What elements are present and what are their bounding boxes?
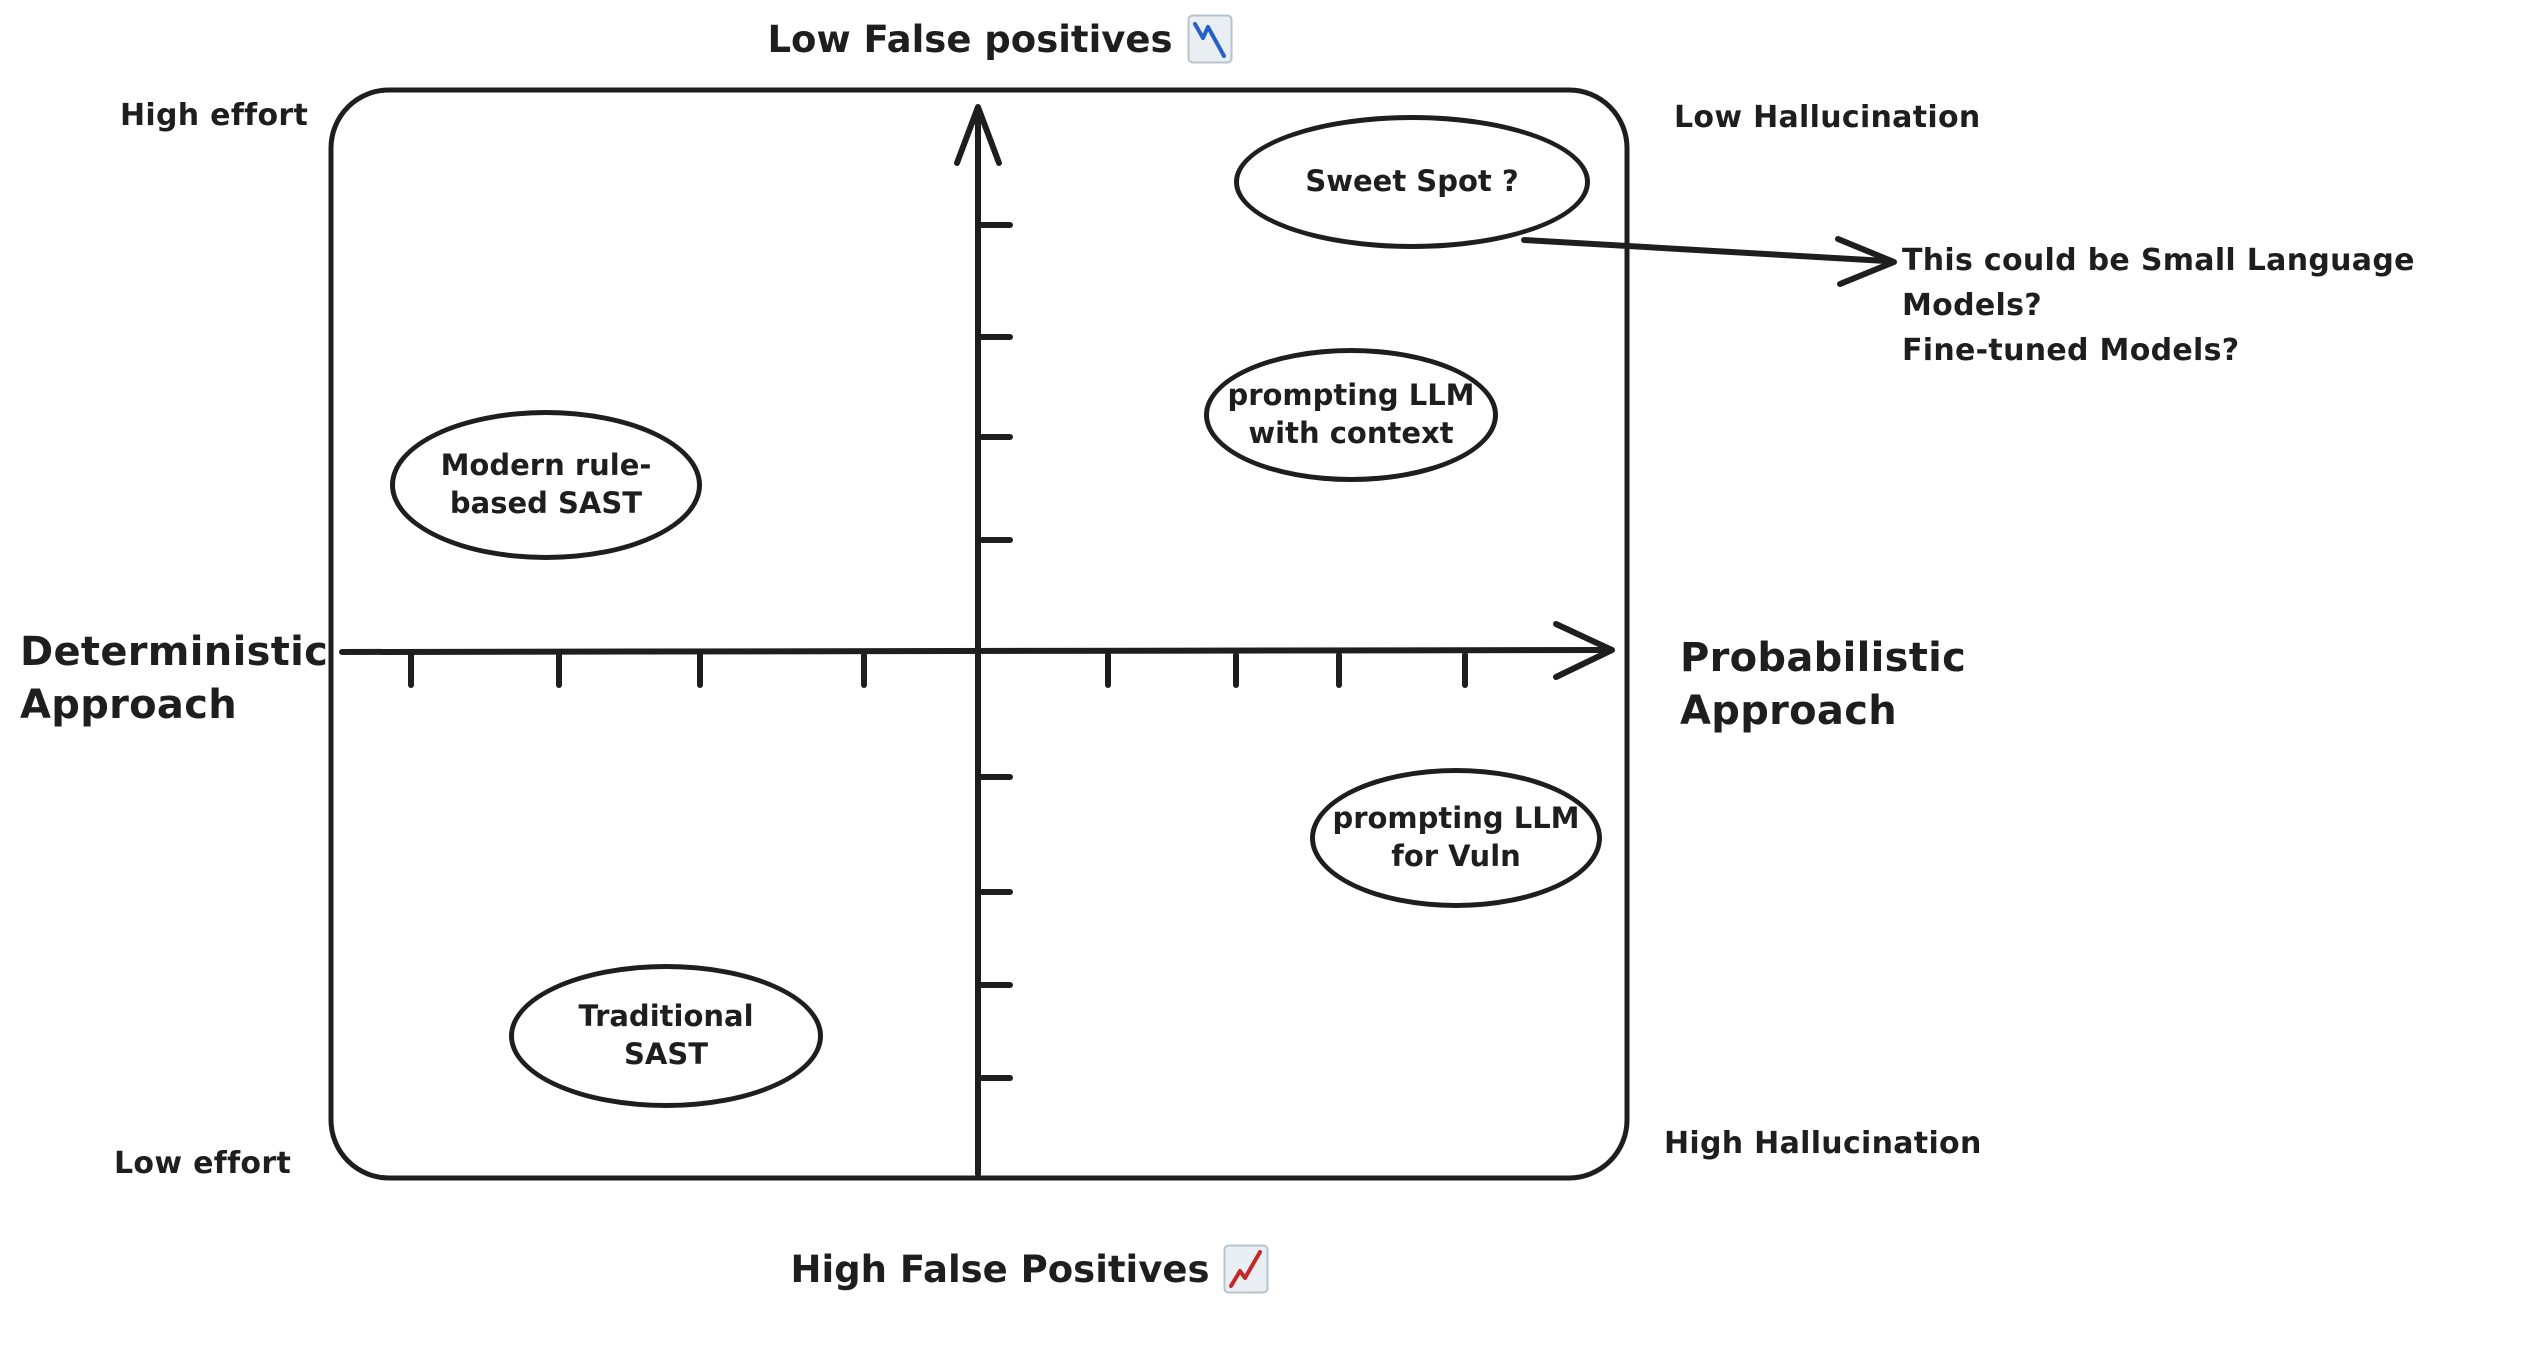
y-axis-arrowhead bbox=[954, 104, 1002, 166]
node-traditional-sast-label: Traditional SAST bbox=[578, 999, 754, 1071]
node-prompting-llm-for-vuln: prompting LLM for Vuln bbox=[1310, 768, 1602, 908]
corner-label-low-effort: Low effort bbox=[114, 1146, 292, 1181]
node-prompting-llm-for-vuln-label: prompting LLM for Vuln bbox=[1332, 801, 1580, 873]
node-prompting-llm-with-context: prompting LLM with context bbox=[1204, 348, 1498, 482]
y-axis bbox=[954, 104, 1013, 1177]
x-axis bbox=[339, 621, 1615, 688]
bottom-axis-title-text: High False Positives bbox=[790, 1247, 1210, 1291]
right-axis-label: Probabilistic Approach bbox=[1680, 635, 1967, 734]
annotation-arrowhead bbox=[1835, 236, 1897, 287]
node-traditional-sast: Traditional SAST bbox=[509, 964, 823, 1108]
node-sweet-spot-label: Sweet Spot ? bbox=[1305, 164, 1519, 199]
bottom-axis-title: High False Positives bbox=[680, 1244, 1380, 1294]
node-sweet-spot: Sweet Spot ? bbox=[1234, 115, 1590, 249]
left-axis-label: Deterministic Approach bbox=[20, 629, 329, 728]
annotation-arrow bbox=[1521, 236, 1897, 287]
node-prompting-llm-with-context-label: prompting LLM with context bbox=[1227, 378, 1475, 450]
x-axis-arrowhead bbox=[1553, 621, 1615, 680]
corner-label-low-hallucination: Low Hallucination bbox=[1674, 100, 1981, 135]
corner-label-high-effort: High effort bbox=[120, 98, 309, 133]
node-modern-rule-based-sast-label: Modern rule- based SAST bbox=[440, 448, 652, 520]
annotation-note: This could be Small Language Models? Fin… bbox=[1902, 243, 2415, 368]
node-modern-rule-based-sast: Modern rule- based SAST bbox=[390, 410, 702, 560]
quadrant-box bbox=[328, 87, 1630, 1181]
chart-increasing-icon bbox=[1223, 1244, 1269, 1294]
chart-decreasing-icon bbox=[1187, 14, 1233, 64]
corner-label-high-hallucination: High Hallucination bbox=[1664, 1126, 1982, 1161]
top-axis-title: Low False positives bbox=[640, 14, 1360, 64]
top-axis-title-text: Low False positives bbox=[767, 17, 1173, 61]
